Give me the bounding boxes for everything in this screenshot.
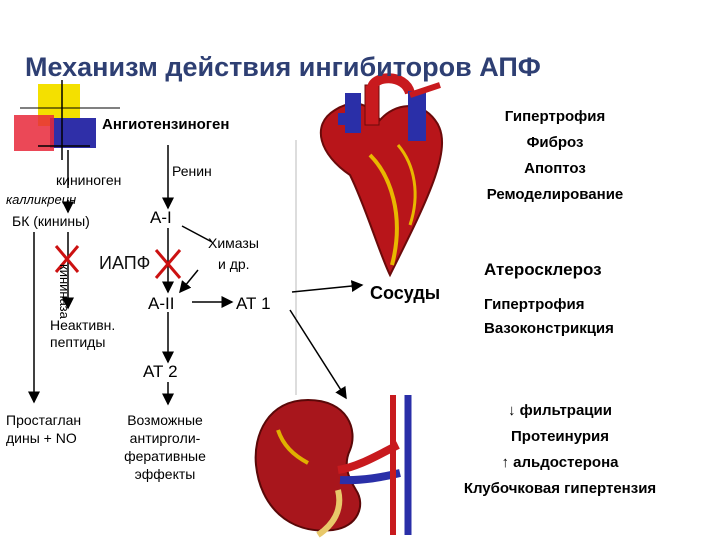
deco-blue-square — [50, 118, 96, 148]
vessel-effect-item: Гипертрофия — [484, 296, 585, 313]
angiotensinogen-label: Ангиотензиноген — [102, 116, 230, 133]
prostaglandins-line2: дины + NO — [6, 430, 77, 446]
heart-effect-item: Фиброз — [526, 134, 584, 151]
vessels-label: Сосуды — [370, 283, 441, 303]
at2-label: АТ 2 — [143, 362, 178, 381]
bk-kinins-label: БК (кинины) — [12, 213, 90, 229]
kininase-label: кининаза — [57, 264, 72, 319]
kininogen-label: кининоген — [56, 172, 122, 188]
page-title: Механизм действия ингибиторов АПФ — [25, 52, 541, 82]
antiproliferative-line3: феративные — [124, 448, 206, 464]
block-cross-ace — [154, 249, 182, 279]
heart-effect-item: Гипертрофия — [504, 108, 606, 125]
iapf-label: ИАПФ — [99, 253, 151, 273]
antiproliferative-line4: эффекты — [134, 466, 196, 482]
kidney-effect-item: ↑ альдостерона — [501, 454, 619, 471]
deco-red-square — [14, 115, 54, 151]
heart-effect-item: Апоптоз — [524, 160, 586, 177]
inactive-peptides-line2: пептиды — [50, 334, 106, 350]
inactive-peptides-line1: Неактивн. — [50, 317, 116, 333]
prostaglandins-line1: Простаглан — [6, 412, 82, 428]
a2-label: А-II — [148, 294, 175, 313]
chymases-label-line1: Химазы — [208, 235, 259, 251]
renin-label: Ренин — [172, 163, 212, 179]
a1-label: А-I — [150, 208, 172, 227]
kidney-effect-item: ↓ фильтрации — [508, 402, 612, 419]
kidney-effect-item: Протеинурия — [511, 428, 609, 445]
antiproliferative-line1: Возможные — [127, 412, 203, 428]
kallikrein-label: калликреин — [6, 192, 77, 207]
antiproliferative-line2: антиproли- — [129, 430, 201, 446]
kidney-effect-item: Клубочковая гипертензия — [463, 480, 657, 497]
heart-effect-item: Ремоделирование — [486, 186, 624, 203]
at1-label: АТ 1 — [236, 294, 271, 313]
vessel-effect-item: Атеросклероз — [484, 260, 602, 279]
chymases-label-line2: и др. — [218, 256, 250, 272]
block-cross-kininase — [54, 245, 80, 273]
vessel-effect-item: Вазоконстрикция — [484, 320, 614, 337]
